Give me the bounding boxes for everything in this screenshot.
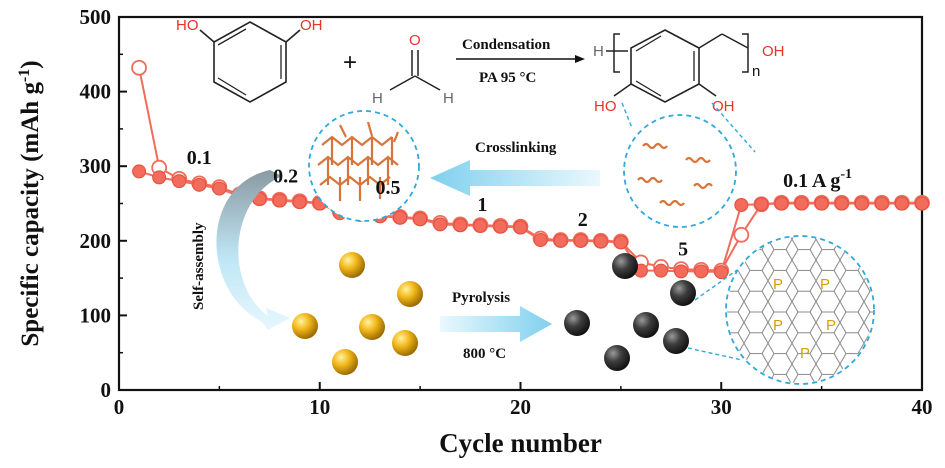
dopant-p-1: P (773, 276, 783, 293)
x-tick-label: 10 (309, 395, 330, 419)
x-axis-title: Cycle number (439, 428, 602, 458)
open-point (733, 226, 750, 243)
pyrolysis-arrow: Pyrolysis 800 °C (440, 290, 552, 362)
filled-point (272, 193, 287, 208)
filled-point (794, 196, 809, 211)
self-assembly-label: Self-assembly (191, 222, 207, 310)
x-tick-label: 30 (711, 395, 732, 419)
open-point (131, 59, 147, 76)
polymer-product: H OH n HO OH (593, 29, 785, 115)
formaldehyde-o: O (409, 32, 421, 49)
filled-point (915, 196, 929, 211)
formaldehyde-h-right: H (443, 90, 454, 107)
filled-point (734, 197, 749, 212)
plus-sign: + (343, 49, 357, 76)
dopant-p-5: P (800, 345, 810, 362)
filled-point (212, 181, 227, 196)
resorcinol-molecule: HO OH (176, 17, 323, 103)
rate-label: 1 (477, 194, 487, 216)
filled-point (674, 264, 689, 279)
filled-point (192, 177, 207, 192)
filled-point (453, 218, 468, 233)
y-tick-label: 300 (80, 154, 112, 178)
filled-point (413, 212, 428, 227)
condensation-label: Condensation (462, 37, 551, 53)
filled-point (473, 218, 488, 233)
crosslinked-network-circle (308, 110, 420, 222)
linear-chains-circle (623, 114, 737, 228)
rate-label: 0.1 A g-1 (783, 167, 852, 192)
dopant-p-4: P (826, 317, 836, 334)
x-tick-label: 0 (114, 395, 125, 419)
filled-point (854, 196, 869, 211)
data-series (131, 59, 930, 280)
dopant-p-3: P (773, 317, 783, 334)
carbon-spheres (564, 253, 696, 371)
filled-point (774, 196, 789, 211)
filled-point (814, 196, 829, 211)
dopant-p-2: P (820, 276, 830, 293)
rate-label: 5 (678, 239, 688, 261)
filled-point (553, 233, 568, 248)
filled-point (593, 234, 608, 249)
y-tick-label: 400 (80, 80, 112, 104)
formaldehyde-molecule: O H H (372, 32, 454, 107)
rate-label: 0.1 (187, 147, 212, 169)
x-tick-label: 40 (912, 395, 933, 419)
y-tick-label: 500 (80, 5, 112, 29)
y-tick-label: 100 (80, 303, 112, 327)
product-h: H (593, 43, 604, 60)
x-tick-label: 20 (510, 395, 531, 419)
rate-label: 0.2 (273, 166, 298, 188)
filled-point (613, 235, 628, 250)
product-ho: HO (594, 98, 617, 115)
rate-labels: 0.1 0.2 0.5 1 2 5 0.1 A g-1 (187, 147, 852, 261)
filled-point (513, 220, 528, 235)
rate-label: 2 (578, 209, 588, 231)
filled-point (493, 219, 508, 234)
y-axis-title: Specific capacity (mAh g-1) (16, 60, 44, 346)
crosslinking-arrow: Crosslinking (430, 140, 600, 196)
filled-point (433, 217, 448, 232)
condensation-arrow: Condensation PA 95 °C (456, 37, 585, 86)
product-oh-bottom: OH (712, 98, 735, 115)
resin-spheres (292, 252, 423, 375)
filled-point (533, 233, 548, 248)
pyrolysis-temperature: 800 °C (463, 346, 506, 362)
resorcinol-oh: OH (300, 17, 323, 34)
resorcinol-ho: HO (176, 17, 199, 34)
y-tick-label: 200 (80, 229, 112, 253)
rate-label: 0.5 (376, 177, 401, 199)
product-oh-top: OH (762, 43, 785, 60)
filled-point (714, 265, 729, 280)
p-doped-carbon-circle: P P P P P (725, 235, 875, 385)
charge-line (138, 170, 922, 274)
filled-point (152, 170, 167, 185)
crosslinking-label: Crosslinking (475, 140, 557, 156)
filled-point (393, 210, 408, 225)
formaldehyde-h-left: H (372, 90, 383, 107)
filled-point (874, 196, 889, 211)
product-n: n (752, 63, 760, 80)
filled-point (834, 196, 849, 211)
filled-point (654, 263, 669, 278)
filled-point (754, 197, 769, 212)
self-assembly-arrow: Self-assembly (191, 170, 290, 330)
filled-point (132, 164, 147, 179)
condensation-conditions: PA 95 °C (479, 70, 536, 86)
filled-point (894, 196, 909, 211)
filled-point (172, 174, 187, 189)
filled-point (694, 264, 709, 279)
pyrolysis-label: Pyrolysis (452, 290, 510, 306)
y-tick-label: 0 (101, 378, 112, 402)
filled-point (292, 195, 307, 210)
schematic-overlay: Crosslinking Self-assembly (191, 102, 875, 385)
filled-point (573, 233, 588, 248)
synthesis-scheme: HO OH + O H H Condensation PA 95 °C H (176, 17, 785, 115)
